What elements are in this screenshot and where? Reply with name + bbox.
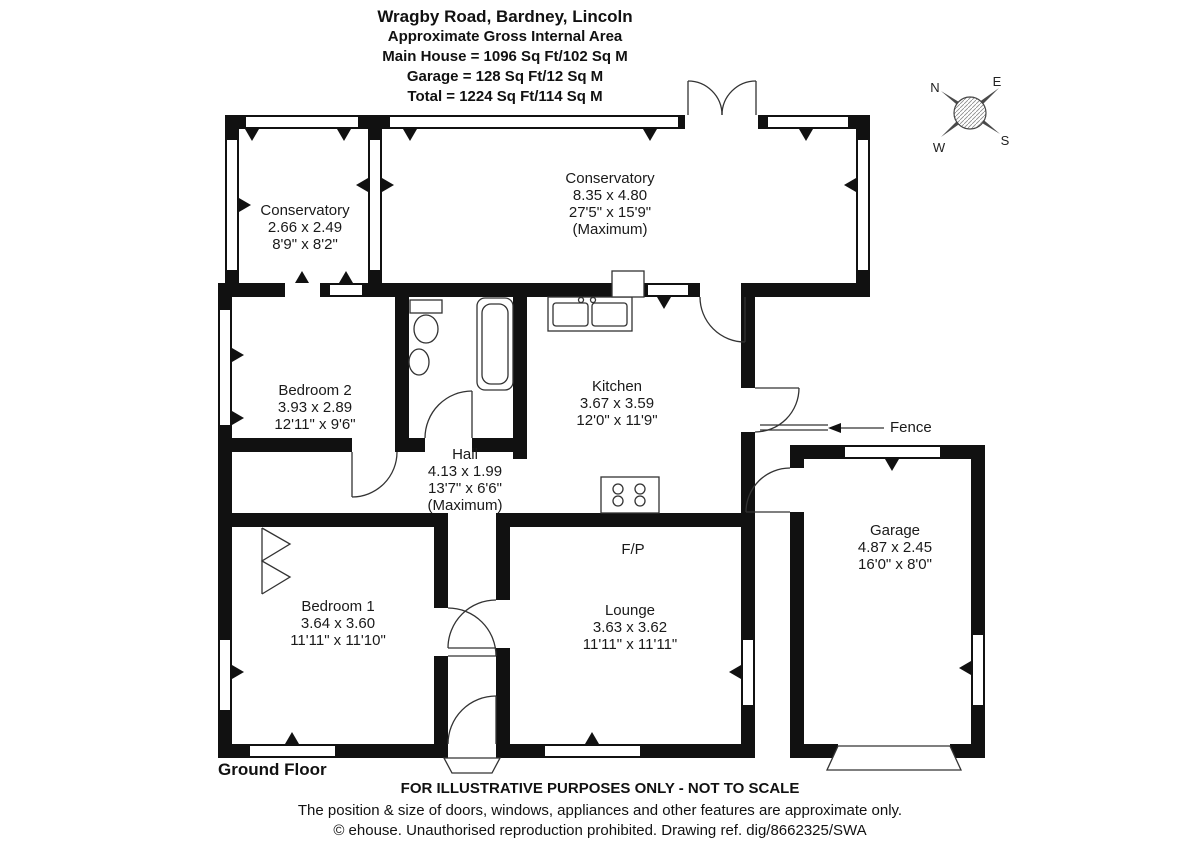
kitchen-sink-icon xyxy=(552,302,589,327)
room-label-conservatory-main: Conservatory 8.35 x 4.80 27'5" x 15'9" (… xyxy=(528,170,692,238)
floor-title: Ground Floor xyxy=(218,760,327,779)
room-name: Lounge xyxy=(604,602,656,619)
room-name: Hall xyxy=(452,446,478,463)
fireplace-label: F/P xyxy=(621,541,645,558)
room-size-imperial: 16'0" x 8'0" xyxy=(858,556,932,573)
room-note: (Maximum) xyxy=(427,497,503,514)
room-size-imperial: 11'11" x 11'10" xyxy=(290,632,386,649)
cupboard-icon xyxy=(611,270,645,298)
kitchen-sink-icon xyxy=(591,302,628,327)
compass-e: E xyxy=(993,74,1002,89)
room-size-imperial: 27'5" x 15'9" xyxy=(568,204,652,221)
room-size-metric: 2.66 x 2.49 xyxy=(267,219,343,236)
compass-w: W xyxy=(933,140,946,155)
fixtures xyxy=(260,270,963,774)
compass-n: N xyxy=(930,80,939,95)
tap-icon xyxy=(589,296,597,304)
door-icons xyxy=(351,80,800,745)
copyright-line: © ehouse. Unauthorised reproduction proh… xyxy=(333,822,867,839)
disclaimer-approx: The position & size of doors, windows, a… xyxy=(297,802,903,819)
room-name: Bedroom 1 xyxy=(301,598,375,615)
room-label-bedroom-2: Bedroom 2 3.93 x 2.89 12'11" x 9'6" xyxy=(240,382,390,433)
page-title: Wragby Road, Bardney, Lincoln xyxy=(377,7,633,26)
disclaimer-scale: FOR ILLUSTRATIVE PURPOSES ONLY - NOT TO … xyxy=(400,780,800,797)
room-size-imperial: 12'11" x 9'6" xyxy=(274,416,356,433)
fence-arrow-head xyxy=(828,423,841,433)
room-size-metric: 3.64 x 3.60 xyxy=(300,615,376,632)
room-size-metric: 8.35 x 4.80 xyxy=(572,187,648,204)
area-garage: Garage = 128 Sq Ft/12 Sq M xyxy=(406,68,604,85)
garage-door xyxy=(825,745,963,771)
room-name: Conservatory xyxy=(260,202,350,219)
compass-rose: N E S W xyxy=(930,74,1009,155)
room-label-kitchen: Kitchen 3.67 x 3.59 12'0" x 11'9" xyxy=(540,378,694,429)
room-size-imperial: 11'11" x 11'11" xyxy=(582,636,678,653)
room-name: Bedroom 2 xyxy=(278,382,352,399)
room-size-metric: 4.87 x 2.45 xyxy=(857,539,933,556)
bathtub-icon xyxy=(481,303,509,385)
room-label-bedroom-1: Bedroom 1 3.64 x 3.60 11'11" x 11'10" xyxy=(262,598,414,649)
room-name: Garage xyxy=(869,522,921,539)
room-size-metric: 3.93 x 2.89 xyxy=(277,399,353,416)
fence-line xyxy=(760,423,884,433)
compass-s: S xyxy=(1001,133,1010,148)
room-label-hall: Hall 4.13 x 1.99 13'7" x 6'6" (Maximum) xyxy=(390,446,540,514)
room-label-conservatory-small: Conservatory 2.66 x 2.49 8'9" x 8'2" xyxy=(230,202,380,253)
toilet-icon xyxy=(409,299,443,314)
toilet-icon xyxy=(413,314,439,344)
area-main-house: Main House = 1096 Sq Ft/102 Sq M xyxy=(382,48,628,65)
room-size-imperial: 12'0" x 11'9" xyxy=(576,412,658,429)
window-arrow-icons xyxy=(232,129,971,744)
front-door-steps xyxy=(442,757,502,774)
room-size-metric: 4.13 x 1.99 xyxy=(427,463,503,480)
basin-icon xyxy=(408,348,430,376)
wardrobe-icon xyxy=(260,527,292,595)
header-subtitle: Approximate Gross Internal Area xyxy=(387,28,623,45)
room-size-metric: 3.67 x 3.59 xyxy=(579,395,655,412)
room-size-imperial: 8'9" x 8'2" xyxy=(272,236,338,253)
compass-hub-icon xyxy=(953,96,987,130)
room-label-lounge: Lounge 3.63 x 3.62 11'11" x 11'11" xyxy=(552,602,708,653)
fence-label: Fence xyxy=(890,419,932,436)
fireplace-icon xyxy=(600,476,660,514)
room-name: Kitchen xyxy=(591,378,643,395)
header-block: Wragby Road, Bardney, Lincoln Approximat… xyxy=(205,6,805,107)
room-size-imperial: 13'7" x 6'6" xyxy=(428,480,502,497)
window-icon xyxy=(220,117,983,756)
area-total: Total = 1224 Sq Ft/114 Sq M xyxy=(407,88,603,105)
room-note: (Maximum) xyxy=(572,221,648,238)
room-size-metric: 3.63 x 3.62 xyxy=(592,619,668,636)
room-label-garage: Garage 4.87 x 2.45 16'0" x 8'0" xyxy=(820,522,970,573)
tap-icon xyxy=(577,296,585,304)
room-name: Conservatory xyxy=(565,170,655,187)
